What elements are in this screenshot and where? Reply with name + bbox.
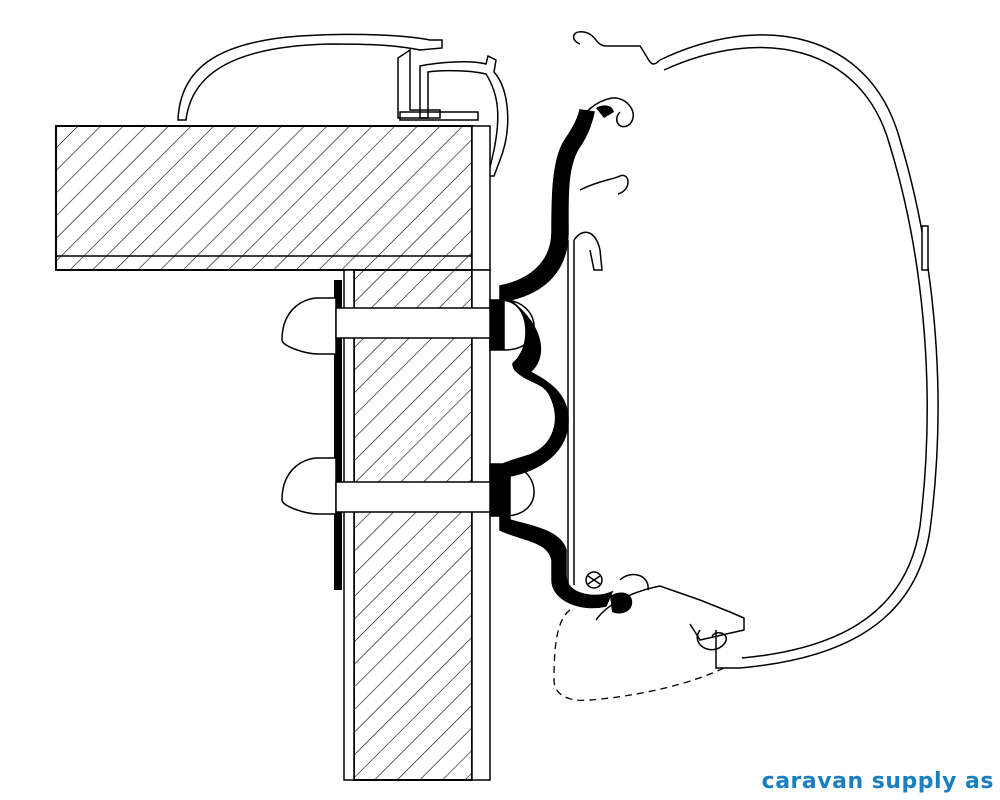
hidden-outline bbox=[553, 609, 725, 702]
backing-plate bbox=[334, 280, 342, 590]
adapter-rail bbox=[499, 109, 614, 609]
awning-cassette bbox=[567, 31, 939, 669]
roof-panel bbox=[55, 125, 491, 271]
watermark-logo: caravan supply as bbox=[761, 769, 994, 794]
awning-fixing-clip bbox=[585, 105, 633, 614]
bolt-upper bbox=[281, 297, 535, 355]
wall-panel bbox=[343, 269, 491, 781]
roof-edge-profile bbox=[177, 33, 509, 177]
